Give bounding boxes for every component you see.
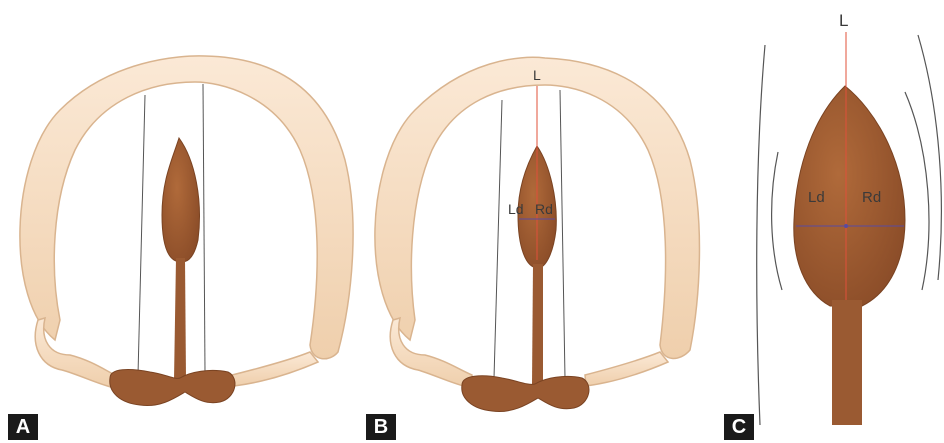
marker-rd-c: Rd [862,189,881,206]
panel-b: L Ld Rd [375,57,700,411]
lower-rib-right-a [232,352,318,386]
lower-rib-right-b [585,352,668,386]
outer-curve-left-c [757,45,765,425]
panel-c: L Ld Rd [757,11,942,425]
guide-line-right-b [560,90,565,378]
marker-rd-b: Rd [535,201,553,217]
inner-curve-right-c [905,92,929,290]
marker-ld-c: Ld [808,189,825,206]
guide-line-left-b [494,100,502,378]
organ-stalk-b [532,264,543,384]
inner-curve-left-c [772,152,782,290]
panel-label-c: C [724,414,754,440]
marker-ld-b: Ld [508,201,524,217]
marker-l-c: L [839,11,848,30]
center-point-c [844,224,848,228]
organ-lobe-a [162,138,199,262]
guide-line-right-a [203,84,205,372]
guide-line-left-a [138,95,145,375]
panel-a [20,56,353,406]
outer-curve-right-c [918,35,941,280]
organ-stalk-a [174,258,186,380]
panel-label-b: B [366,414,396,440]
organ-base-b [462,376,589,412]
organ-stalk-c [832,300,862,425]
panel-label-a: A [8,414,38,440]
organ-base-a [110,370,235,406]
marker-l-b: L [533,67,541,83]
